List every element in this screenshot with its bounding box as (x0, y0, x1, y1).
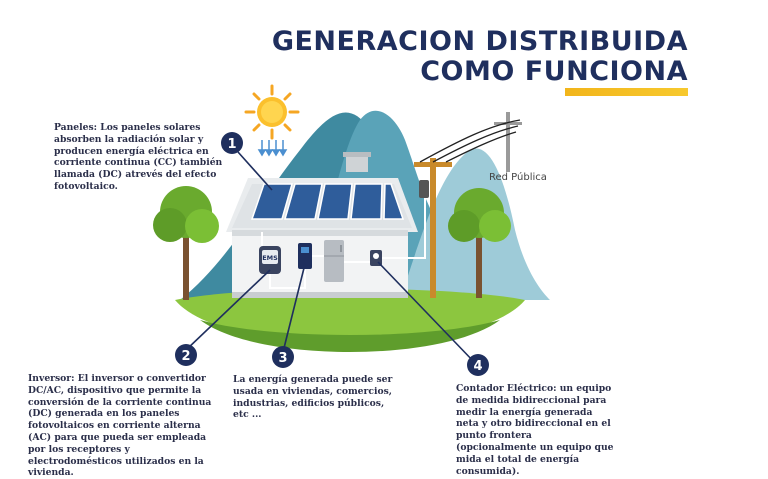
tree-icon (448, 188, 511, 298)
marker-1: 1 (221, 132, 243, 154)
marker-2: 2 (175, 344, 197, 366)
diagram-canvas: EMS 1 2 3 (153, 84, 550, 376)
refrigerator-icon (324, 240, 344, 282)
marker-3: 3 (272, 346, 294, 368)
note-inversor: Inversor: El inversor o convertidor DC/A… (28, 373, 212, 479)
red-publica-label: Red Pública (489, 172, 547, 183)
page-title-line2: COMO FUNCIONA (420, 56, 688, 87)
ems-label: EMS (262, 254, 278, 262)
wiring (261, 198, 426, 289)
inverter-icon (298, 243, 312, 269)
marker-4: 4 (467, 354, 489, 376)
ground-shadow (200, 320, 500, 352)
svg-text:1: 1 (227, 137, 236, 152)
sun-rays-down-icon (257, 140, 288, 157)
title-accent-bar (565, 88, 688, 96)
tree-icon (153, 186, 219, 300)
svg-text:3: 3 (278, 351, 287, 366)
svg-text:4: 4 (473, 359, 482, 374)
svg-text:2: 2 (181, 349, 190, 364)
page-title-line1: GENERACION DISTRIBUIDA (271, 26, 688, 57)
callout-lines (185, 151, 477, 365)
note-paneles: Paneles: Los paneles solares absorben la… (54, 122, 223, 192)
ems-unit: EMS (259, 246, 281, 274)
note-energia: La energía generada puede ser usada en v… (233, 374, 393, 421)
sun-icon (244, 84, 300, 140)
note-contador: Contador Eléctrico: un equipo de medida … (456, 383, 614, 477)
solar-panel-icon (250, 183, 405, 220)
utility-pole-icon (414, 112, 522, 298)
